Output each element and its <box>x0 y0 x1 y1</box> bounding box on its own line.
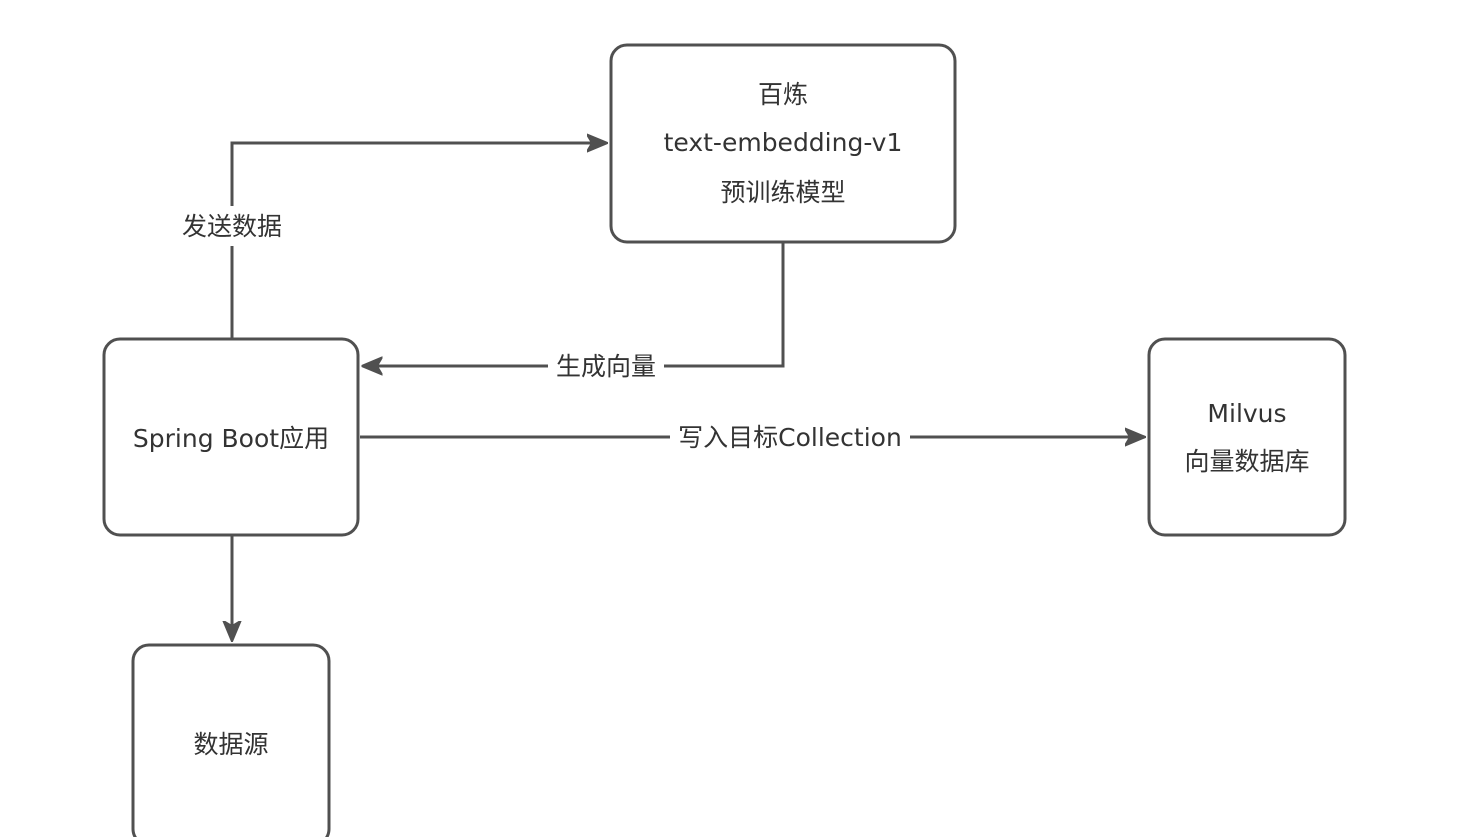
datasource-label: 数据源 <box>193 730 268 759</box>
node-milvus: Milvus 向量数据库 <box>1147 337 1347 537</box>
edge-generate-vector: 生成向量 <box>363 242 785 384</box>
bailian-box <box>609 43 957 244</box>
bailian-title: 百炼 <box>758 80 808 109</box>
generate-vector-label-bg <box>548 348 664 384</box>
bailian-model-name: text-embedding-v1 <box>664 128 903 157</box>
send-data-label-bg <box>172 206 292 246</box>
edge-send-data: 发送数据 <box>172 143 606 338</box>
springboot-box <box>102 337 360 537</box>
bailian-model-desc: 预训练模型 <box>720 178 845 207</box>
write-collection-label: 写入目标Collection <box>678 423 902 452</box>
send-data-arrow <box>230 143 606 338</box>
milvus-desc: 向量数据库 <box>1184 447 1309 476</box>
generate-vector-arrow <box>363 242 785 366</box>
datasource-box <box>131 643 331 837</box>
node-springboot: Spring Boot应用 <box>102 337 360 537</box>
node-datasource: 数据源 <box>131 643 331 837</box>
springboot-label: Spring Boot应用 <box>133 424 329 453</box>
milvus-box <box>1147 337 1347 537</box>
send-data-label: 发送数据 <box>182 212 282 241</box>
edge-write-collection: 写入目标Collection <box>360 420 1144 456</box>
node-bailian: 百炼 text-embedding-v1 预训练模型 <box>609 43 957 244</box>
write-collection-label-bg <box>670 420 910 456</box>
generate-vector-label: 生成向量 <box>556 352 656 381</box>
milvus-title: Milvus <box>1207 399 1286 428</box>
